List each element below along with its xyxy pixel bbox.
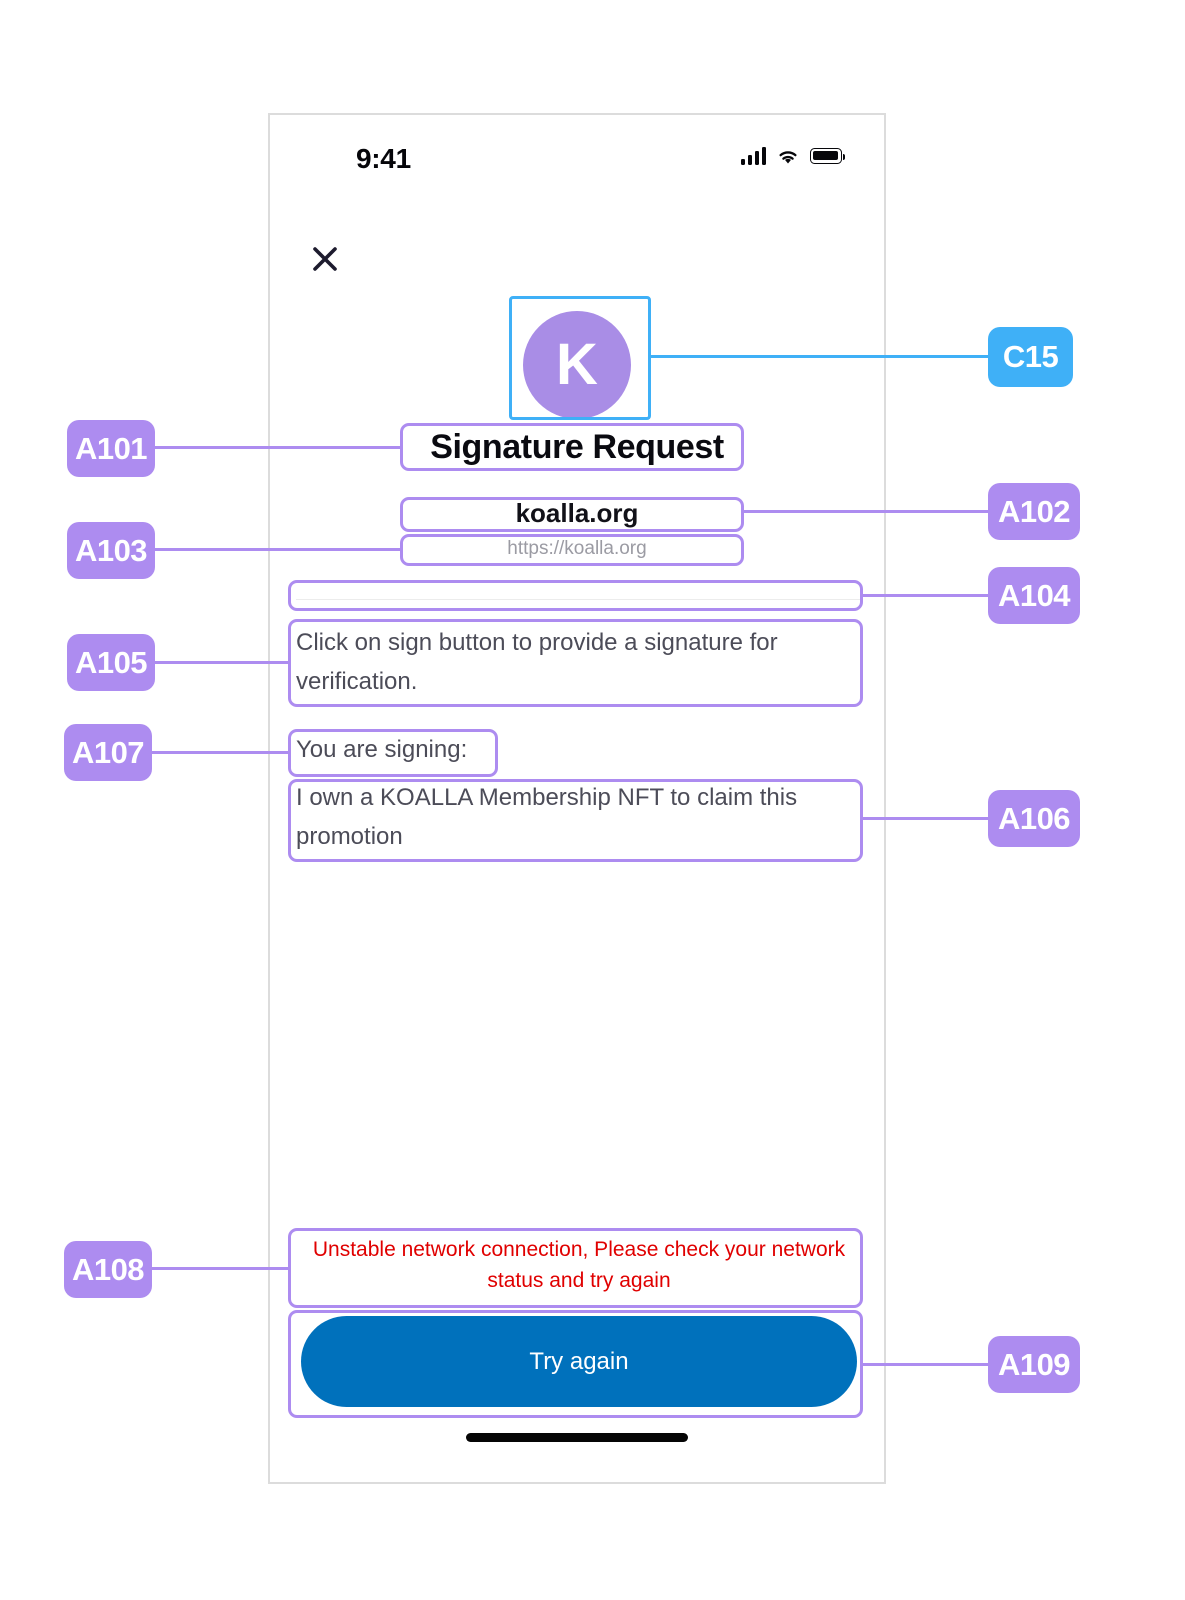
signing-label: You are signing: <box>296 736 468 763</box>
site-name: koalla.org <box>515 498 639 528</box>
close-x-icon <box>310 244 340 274</box>
logo-letter: K <box>523 311 631 419</box>
section-divider <box>296 599 862 600</box>
battery-full-icon <box>810 148 846 164</box>
status-bar-icons <box>740 147 846 165</box>
status-bar: 9:41 <box>270 115 884 193</box>
site-url: https://koalla.org <box>507 538 647 559</box>
instruction-text: Click on sign button to provide a signat… <box>296 629 778 696</box>
status-bar-time: 9:41 <box>356 143 411 174</box>
signing-message: I own a KOALLA Membership NFT to claim t… <box>296 784 798 851</box>
close-button[interactable] <box>303 237 347 281</box>
page-title: Signature Request <box>430 428 724 466</box>
phone-frame: 9:41 <box>268 113 886 1484</box>
site-logo: K <box>517 305 637 425</box>
annotation-tag-a102: A102 <box>988 483 1080 540</box>
annotation-tag-a105: A105 <box>67 634 155 691</box>
error-message: Unstable network connection, Please chec… <box>312 1238 846 1293</box>
annotation-tag-c15: C15 <box>988 327 1073 387</box>
home-indicator <box>466 1433 688 1442</box>
try-again-button[interactable]: Try again <box>301 1316 857 1407</box>
cellular-signal-icon <box>740 147 766 165</box>
annotation-tag-a106: A106 <box>988 790 1080 847</box>
annotation-tag-a103: A103 <box>67 522 155 579</box>
annotation-tag-a108: A108 <box>64 1241 152 1298</box>
annotation-tag-a104: A104 <box>988 567 1080 624</box>
wifi-icon <box>776 147 800 165</box>
annotation-tag-a109: A109 <box>988 1336 1080 1393</box>
annotation-tag-a101: A101 <box>67 420 155 477</box>
annotation-tag-a107: A107 <box>64 724 152 781</box>
